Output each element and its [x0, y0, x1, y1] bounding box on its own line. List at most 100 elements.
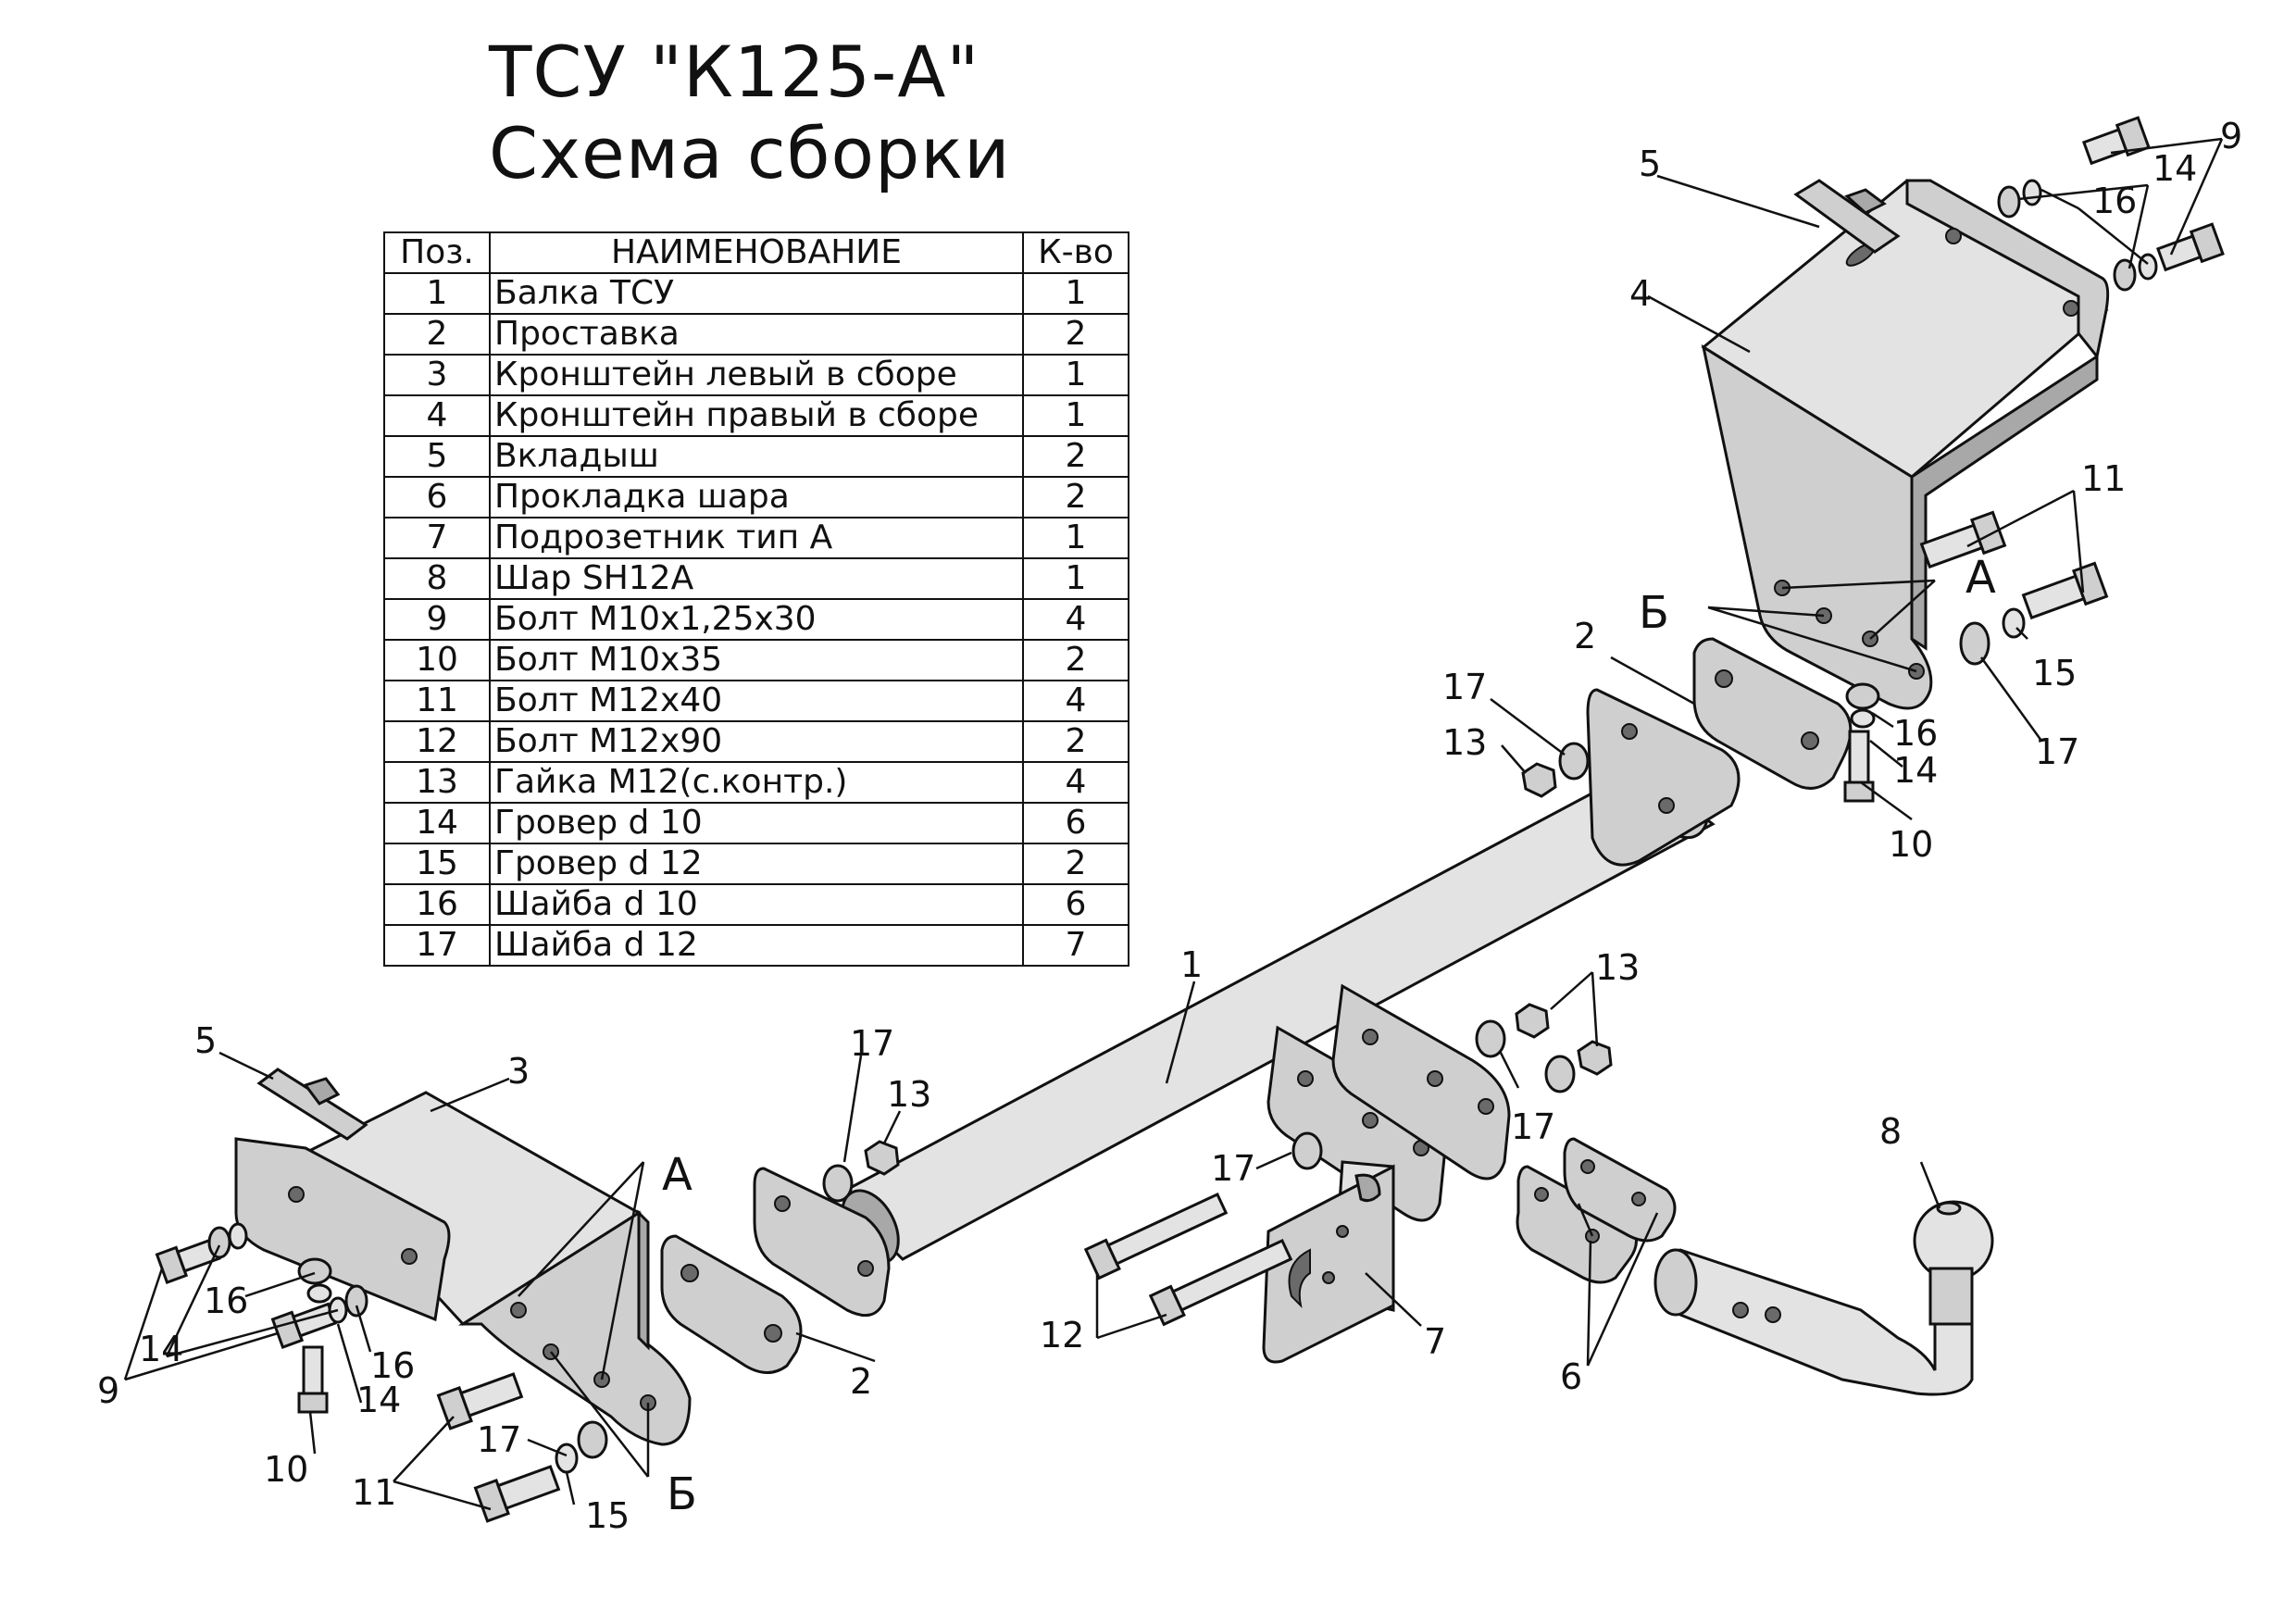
cell-qty: 2	[1022, 313, 1129, 356]
callout-11-right: 11	[2081, 458, 2126, 499]
cell-qty: 1	[1022, 272, 1129, 315]
cell-pos: 2	[383, 313, 491, 356]
beam-end-plate-left	[753, 1167, 891, 1318]
cell-name: Болт М10х1,25х30	[489, 598, 1024, 641]
cell-name: Проставка	[489, 313, 1024, 356]
cell-pos: 7	[383, 517, 491, 559]
callout-13-center: 13	[1595, 947, 1640, 988]
callout-11-left: 11	[352, 1472, 396, 1513]
cell-name: Гровер d 12	[489, 843, 1024, 885]
mark-a-right: А	[1965, 552, 1996, 604]
callout-17-right-top: 17	[1442, 667, 1487, 707]
cell-qty: 2	[1022, 720, 1129, 763]
callout-4: 4	[1629, 273, 1652, 314]
callout-2-right: 2	[1574, 616, 1596, 656]
cell-name: Шайба d 10	[489, 883, 1024, 926]
bolt-m12-40-group	[436, 510, 2109, 1523]
cell-pos: 9	[383, 598, 491, 641]
cell-qty: 2	[1022, 843, 1129, 885]
cell-qty: 4	[1022, 680, 1129, 722]
cell-name: Шар SH12A	[489, 557, 1024, 600]
callout-14-right-top: 14	[2152, 148, 2197, 189]
bolt-m10-30-group	[155, 116, 2225, 1349]
callout-14-left-bottom: 14	[356, 1380, 401, 1420]
cell-name: Подрозетник тип А	[489, 517, 1024, 559]
cell-pos: 15	[383, 843, 491, 885]
callout-17-beam: 17	[1211, 1148, 1255, 1189]
cell-qty: 2	[1022, 639, 1129, 681]
callout-16-left-bottom: 16	[370, 1345, 415, 1386]
tow-ball	[1653, 1200, 1994, 1396]
bolt-m12-90-group	[1083, 1192, 1293, 1327]
cell-qty: 1	[1022, 517, 1129, 559]
callout-5-right: 5	[1639, 144, 1661, 184]
cell-name: Гайка М12(с.контр.)	[489, 761, 1024, 804]
header-qty: К-во	[1022, 231, 1129, 274]
bracket-left	[234, 1091, 692, 1446]
callout-7: 7	[1424, 1321, 1446, 1362]
table-header-row: Поз. НАИМЕНОВАНИЕ К-во	[383, 231, 1129, 274]
callout-10-left: 10	[264, 1449, 308, 1490]
title-line-1: ТСУ "К125-А"	[489, 31, 980, 113]
beam-center-brackets	[1267, 983, 1511, 1222]
cell-pos: 17	[383, 924, 491, 967]
cell-name: Болт М12х90	[489, 720, 1024, 763]
callout-labels: 1 2 2 3 4 5 5 6 7 8 9 9 10 10 11 11 12 1…	[97, 116, 2242, 1536]
mark-b-right: Б	[1639, 587, 1669, 639]
cell-qty: 4	[1022, 598, 1129, 641]
cell-name: Балка ТСУ	[489, 272, 1024, 315]
callout-9-left: 9	[97, 1370, 119, 1411]
callout-6: 6	[1560, 1356, 1582, 1397]
callout-14-right: 14	[1893, 750, 1938, 791]
bolt-m10-35-group	[297, 730, 1875, 1414]
washer-group	[207, 179, 2158, 1474]
cell-pos: 10	[383, 639, 491, 681]
callout-16-left: 16	[204, 1280, 248, 1321]
callout-16-right-top: 16	[2092, 181, 2137, 221]
cell-name: Кронштейн левый в сборе	[489, 354, 1024, 396]
cell-name: Гровер d 10	[489, 802, 1024, 844]
ball-spacers	[1516, 1137, 1677, 1284]
cell-qty: 6	[1022, 802, 1129, 844]
cell-pos: 4	[383, 394, 491, 437]
cell-pos: 11	[383, 680, 491, 722]
nut-m12-group	[864, 762, 1613, 1176]
callout-13-right: 13	[1442, 722, 1487, 763]
leader-lines	[123, 137, 2224, 1511]
mark-b-left: Б	[667, 1468, 697, 1520]
callout-17-left-top: 17	[850, 1023, 894, 1064]
cell-pos: 6	[383, 476, 491, 518]
callout-10-right: 10	[1889, 824, 1933, 865]
cell-qty: 7	[1022, 924, 1129, 967]
cell-name: Вкладыш	[489, 435, 1024, 478]
cell-pos: 5	[383, 435, 491, 478]
cell-name: Болт М12х40	[489, 680, 1024, 722]
cell-pos: 8	[383, 557, 491, 600]
mark-a-left: А	[662, 1149, 693, 1201]
callout-8: 8	[1879, 1111, 1902, 1152]
cell-qty: 2	[1022, 476, 1129, 518]
cell-qty: 6	[1022, 883, 1129, 926]
callout-2-left: 2	[850, 1361, 872, 1402]
cell-qty: 1	[1022, 394, 1129, 437]
cell-qty: 1	[1022, 557, 1129, 600]
cell-pos: 3	[383, 354, 491, 396]
cell-pos: 16	[383, 883, 491, 926]
callout-5-left: 5	[194, 1020, 217, 1061]
callout-15-left: 15	[585, 1495, 630, 1536]
